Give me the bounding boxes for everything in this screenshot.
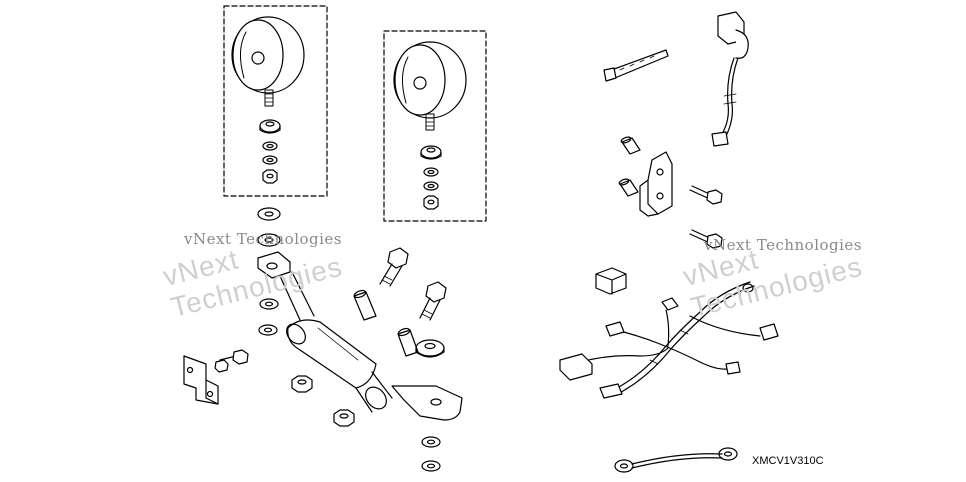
flange-bolt-lower: [689, 229, 723, 249]
upper-washer-2: [257, 233, 281, 247]
spacer-pair: [618, 136, 641, 197]
flange-bolt-upper: [689, 185, 723, 205]
cable-tie: [603, 49, 669, 82]
side-bracket-with-bolt: [183, 349, 249, 405]
diagram-code-label: XMCV1V310C: [752, 455, 824, 467]
right-fog-lamp: [393, 41, 467, 131]
spacer-collar-1: [353, 289, 377, 321]
bar-tube: [279, 271, 315, 321]
main-wire-harness: [559, 281, 779, 399]
right-lamp-group: [383, 30, 487, 222]
center-bolt-1: [379, 247, 409, 287]
large-washer: [415, 339, 445, 358]
lower-hex-nut-left: [291, 375, 313, 393]
lower-hex-nut-mid: [333, 409, 355, 427]
lower-washer-stack: [421, 436, 441, 472]
left-lamp-washer-stack: [259, 119, 281, 184]
center-bolt-2: [419, 281, 447, 321]
left-lamp-dashed-box: [223, 5, 328, 197]
mounting-bar-assembly: [257, 207, 463, 421]
bar-lower-plate: [391, 385, 463, 421]
relay-bracket: [639, 151, 673, 217]
left-fog-lamp: [231, 16, 305, 107]
bar-end-plate: [257, 251, 291, 279]
spacer-collar-2: [397, 327, 419, 357]
left-lamp-group: [223, 5, 328, 197]
connector-block: [595, 267, 627, 295]
bar-sleeve: [287, 319, 377, 389]
right-lamp-washer-stack: [420, 145, 442, 210]
switch-sub-harness: [711, 11, 749, 147]
ground-cable: [614, 447, 738, 473]
upper-washer-1: [257, 207, 281, 221]
right-lamp-dashed-box: [383, 30, 487, 222]
